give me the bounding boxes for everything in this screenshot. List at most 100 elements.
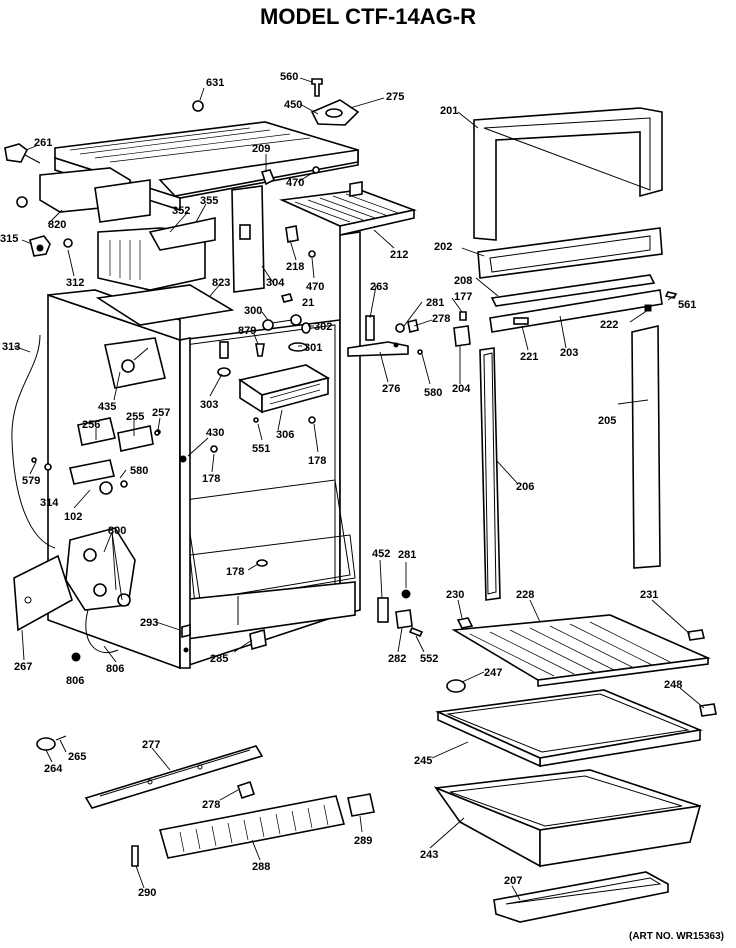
part-245-cover [435,689,703,768]
callout-277: 277 [142,739,160,751]
part-315 [29,235,51,257]
part-178-c [256,559,268,567]
callout-281-b: 281 [398,549,416,561]
callout-255: 255 [126,411,144,423]
part-470-mid [308,250,316,258]
callout-203: 203 [560,347,578,359]
callout-276: 276 [382,383,400,395]
callout-265: 265 [68,751,86,763]
callout-212: 212 [390,249,408,261]
part-580-r [417,349,423,355]
part-203 [489,289,663,333]
callout-823: 823 [212,277,230,289]
part-580-102 [31,457,128,495]
part-301 [288,342,308,352]
part-267 [13,554,73,632]
callout-293: 293 [140,617,158,629]
callout-315: 315 [0,233,18,245]
callout-267: 267 [14,661,32,673]
part-257 [154,430,160,436]
callout-201: 201 [440,105,458,117]
part-806 [71,652,81,662]
callout-178-c: 178 [226,566,244,578]
callout-204: 204 [452,383,471,395]
part-248 [699,703,717,717]
callout-302: 302 [314,321,332,333]
part-276 [347,341,409,357]
callout-470-mid: 470 [306,281,324,293]
callout-580: 580 [130,465,148,477]
part-430 [179,455,187,463]
callout-551: 551 [252,443,270,455]
callout-243: 243 [420,849,438,861]
part-306 [238,364,331,414]
part-470-top [312,166,320,174]
part-288-grille [158,795,346,859]
part-278-b [236,780,256,800]
callout-301: 301 [304,342,322,354]
part-312 [63,238,73,248]
callout-631: 631 [206,77,224,89]
part-275-450 [310,99,360,126]
part-177 [459,311,467,321]
part-278 [407,319,419,333]
part-313 [11,334,56,549]
callout-304: 304 [266,277,285,289]
callout-579: 579 [22,475,40,487]
part-204 [453,325,471,347]
callout-221: 221 [520,351,538,363]
callout-222: 222 [600,319,618,331]
callout-452: 452 [372,548,390,560]
callout-806-b: 806 [106,663,124,675]
part-285 [249,628,267,651]
callout-209: 209 [252,143,270,155]
part-304 [231,185,265,293]
part-820 [16,167,151,223]
leader-lines [13,77,705,901]
callout-355: 355 [200,195,218,207]
part-631 [192,100,204,112]
callout-560: 560 [280,71,298,83]
callout-430: 430 [206,427,224,439]
callout-205: 205 [598,415,616,427]
part-452 [377,597,389,623]
callout-labels: 631 560 275 450 470 209 201 261 352 355 … [0,71,696,899]
part-212 [279,181,417,237]
part-352-355 [97,217,216,291]
part-256-255 [77,417,161,452]
part-300-302 [262,314,311,334]
callout-281-a: 281 [426,297,444,309]
callout-580-r: 580 [424,387,442,399]
callout-207: 207 [504,875,522,887]
callout-218: 218 [286,261,304,273]
callout-263: 263 [370,281,388,293]
part-209 [260,169,276,186]
callout-208: 208 [454,275,472,287]
part-552 [408,626,424,638]
part-435 [104,337,166,389]
callout-303: 303 [200,399,218,411]
part-230 [456,617,474,629]
part-551 [253,417,259,423]
callout-257: 257 [152,407,170,419]
callout-278: 278 [432,313,450,325]
callout-800: 800 [108,525,126,537]
callout-552: 552 [420,653,438,665]
callout-230: 230 [446,589,464,601]
callout-247: 247 [484,667,502,679]
callout-178-b: 178 [202,473,220,485]
part-202 [477,227,663,279]
callout-314: 314 [40,497,59,509]
part-206 [479,347,501,601]
callout-290: 290 [138,887,156,899]
callout-177: 177 [454,291,472,303]
part-261 [4,143,41,164]
part-282 [395,609,413,629]
part-560 [311,78,323,97]
callout-435: 435 [98,401,116,413]
callout-470-top: 470 [286,177,304,189]
callout-202: 202 [434,241,452,253]
callout-178-a: 178 [308,455,326,467]
